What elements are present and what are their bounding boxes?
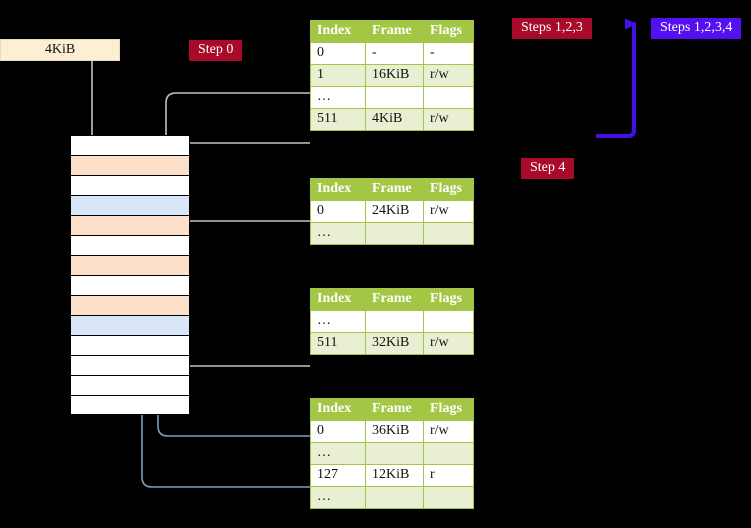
memory-column: [70, 135, 190, 415]
memory-row: [70, 375, 190, 395]
column-header-frame: Frame: [365, 178, 424, 201]
table-cell-index: …: [310, 442, 366, 465]
memory-row: [70, 275, 190, 295]
badge-steps-1234-label: Steps 1,2,3,4: [660, 20, 733, 35]
column-header-frame: Frame: [365, 398, 424, 421]
table-cell-frame: 12KiB: [365, 464, 424, 487]
column-header-flags: Flags: [423, 398, 474, 421]
table-cell-flags: r/w: [423, 200, 474, 223]
column-header-index: Index: [310, 398, 366, 421]
memory-row: [70, 355, 190, 375]
table-cell-flags: [423, 222, 474, 245]
table-cell-index: 511: [310, 108, 366, 131]
memory-row: [70, 155, 190, 175]
table-cell-index: 0: [310, 420, 366, 443]
table-row: 0--: [310, 42, 474, 65]
table-cell-index: …: [310, 486, 366, 509]
memory-row: [70, 175, 190, 195]
column-header-frame: Frame: [365, 288, 424, 311]
table-row: …: [310, 222, 474, 245]
frame-size-label: 4KiB: [44, 42, 76, 57]
column-header-flags: Flags: [423, 288, 474, 311]
table-row: …: [310, 486, 474, 509]
table-cell-flags: r/w: [423, 420, 474, 443]
table-cell-frame: 24KiB: [365, 200, 424, 223]
table-cell-index: 127: [310, 464, 366, 487]
column-header-index: Index: [310, 178, 366, 201]
table-row: …: [310, 442, 474, 465]
table-cell-flags: r/w: [423, 332, 474, 355]
table-cell-flags: r/w: [423, 64, 474, 87]
table-cell-frame: [365, 222, 424, 245]
table-cell-frame: [365, 310, 424, 333]
table-cell-frame: -: [365, 42, 424, 65]
wire-steps-bracket: [596, 18, 637, 138]
memory-row: [70, 135, 190, 155]
memory-row: [70, 315, 190, 335]
table-cell-frame: 32KiB: [365, 332, 424, 355]
table-cell-flags: -: [423, 42, 474, 65]
memory-row: [70, 395, 190, 415]
table-row: …: [310, 310, 474, 333]
memory-row: [70, 195, 190, 215]
table-cell-index: …: [310, 86, 366, 109]
table-cell-index: 1: [310, 64, 366, 87]
badge-step-4-label: Step 4: [530, 160, 566, 175]
memory-row: [70, 335, 190, 355]
badge-step-0-label: Step 0: [198, 42, 234, 57]
badge-steps-123-label: Steps 1,2,3: [521, 20, 583, 35]
badge-step-4: Step 4: [521, 158, 575, 179]
table-cell-flags: [423, 486, 474, 509]
memory-row: [70, 255, 190, 275]
column-header-frame: Frame: [365, 20, 424, 43]
column-header-index: Index: [310, 20, 366, 43]
table-cell-frame: [365, 442, 424, 465]
memory-row: [70, 295, 190, 315]
memory-row: [70, 235, 190, 255]
table-cell-frame: 4KiB: [365, 108, 424, 131]
table-cell-frame: [365, 86, 424, 109]
frame-size-box: 4KiB: [0, 39, 120, 61]
table-cell-index: 0: [310, 42, 366, 65]
table-cell-index: 0: [310, 200, 366, 223]
table-cell-index: …: [310, 222, 366, 245]
column-header-flags: Flags: [423, 178, 474, 201]
table-cell-flags: [423, 310, 474, 333]
table-row: …: [310, 86, 474, 109]
table-cell-index: …: [310, 310, 366, 333]
wire-t1-0-to-memory: [175, 220, 310, 260]
column-header-index: Index: [310, 288, 366, 311]
badge-steps-123: Steps 1,2,3: [512, 18, 592, 39]
badge-step-0: Step 0: [189, 40, 243, 61]
table-cell-frame: 16KiB: [365, 64, 424, 87]
table-cell-flags: [423, 86, 474, 109]
column-header-flags: Flags: [423, 20, 474, 43]
table-cell-frame: 36KiB: [365, 420, 424, 443]
table-cell-flags: [423, 442, 474, 465]
badge-steps-1234: Steps 1,2,3,4: [651, 18, 742, 39]
table-cell-flags: r: [423, 464, 474, 487]
table-cell-flags: r/w: [423, 108, 474, 131]
memory-row: [70, 215, 190, 235]
table-cell-frame: [365, 486, 424, 509]
table-cell-index: 511: [310, 332, 366, 355]
wire-t2-511-to-memory: [168, 315, 310, 367]
